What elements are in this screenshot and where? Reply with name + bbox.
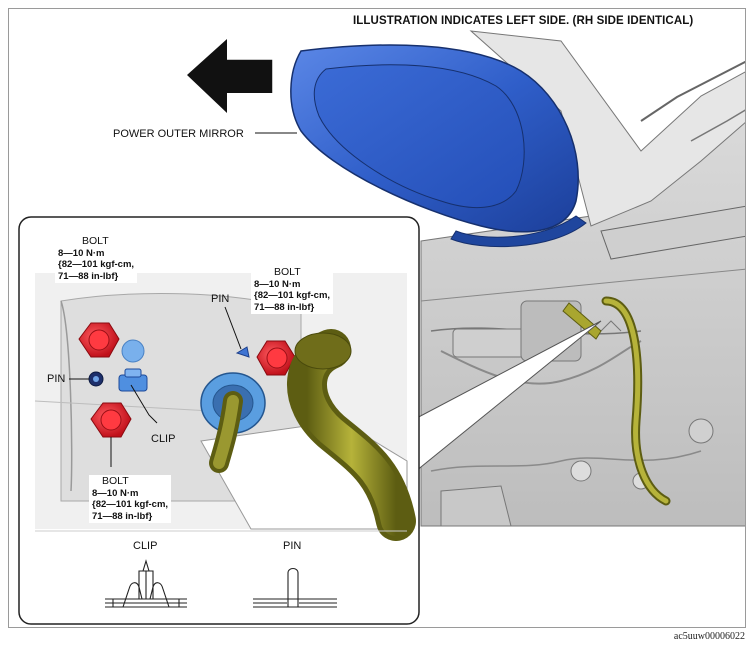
bolt-title: BOLT — [102, 475, 129, 487]
header-title: ILLUSTRATION INDICATES LEFT SIDE. (RH SI… — [353, 15, 694, 27]
bolt-spec-upper-left: BOLT 8—10 N·m {82—101 kgf-cm, 71—88 in-l… — [55, 235, 138, 283]
leader-lines — [69, 306, 242, 467]
bolt-torque-nm: 8—10 N·m — [58, 247, 105, 259]
bolt-torque-inlbf: 71—88 in-lbf} — [92, 510, 153, 522]
illustration — [18, 30, 745, 625]
mirror-label: POWER OUTER MIRROR — [113, 128, 244, 140]
bolt-title: BOLT — [82, 235, 109, 247]
bolt-upper-left — [78, 322, 120, 358]
door-harness — [562, 296, 671, 506]
bolt-lower-left — [90, 402, 132, 438]
pin-label-left: PIN — [47, 373, 66, 385]
bolt-torque-kgfcm: {82—101 kgf-cm, — [254, 290, 331, 301]
figure-code: ac5uuw00006022 — [673, 631, 745, 642]
bolt-torque-inlbf: 71—88 in-lbf} — [58, 270, 119, 282]
pin-left — [88, 371, 104, 387]
bolt-torque-kgfcm: {82—101 kgf-cm, — [58, 259, 135, 270]
wire-harness — [209, 329, 416, 541]
direction-arrow-icon — [187, 39, 274, 113]
clip-section-drawing — [105, 559, 187, 608]
pin-label-upper: PIN — [211, 293, 230, 305]
bolt-torque-nm: 8—10 N·m — [92, 487, 139, 499]
bolt-title: BOLT — [274, 266, 301, 278]
power-outer-mirror — [290, 44, 587, 248]
bolt-torque-nm: 8—10 N·m — [254, 278, 301, 290]
legend-pin-label: PIN — [283, 540, 302, 552]
figure-frame: ILLUSTRATION INDICATES LEFT SIDE. (RH SI… — [8, 8, 746, 628]
bolt-spec-right: BOLT 8—10 N·m {82—101 kgf-cm, 71—88 in-l… — [251, 266, 334, 314]
pin-upper — [235, 346, 250, 358]
bolt-torque-kgfcm: {82—101 kgf-cm, — [92, 499, 169, 510]
clip — [118, 368, 148, 392]
bolt-spec-lower: BOLT 8—10 N·m {82—101 kgf-cm, 71—88 in-l… — [89, 475, 172, 523]
bolt-torque-inlbf: 71—88 in-lbf} — [254, 301, 315, 313]
pin-section-drawing — [253, 567, 337, 608]
bolt-right — [256, 340, 296, 376]
clip-label: CLIP — [151, 433, 176, 445]
legend-clip-label: CLIP — [133, 540, 158, 552]
mounting-hole — [121, 339, 145, 363]
